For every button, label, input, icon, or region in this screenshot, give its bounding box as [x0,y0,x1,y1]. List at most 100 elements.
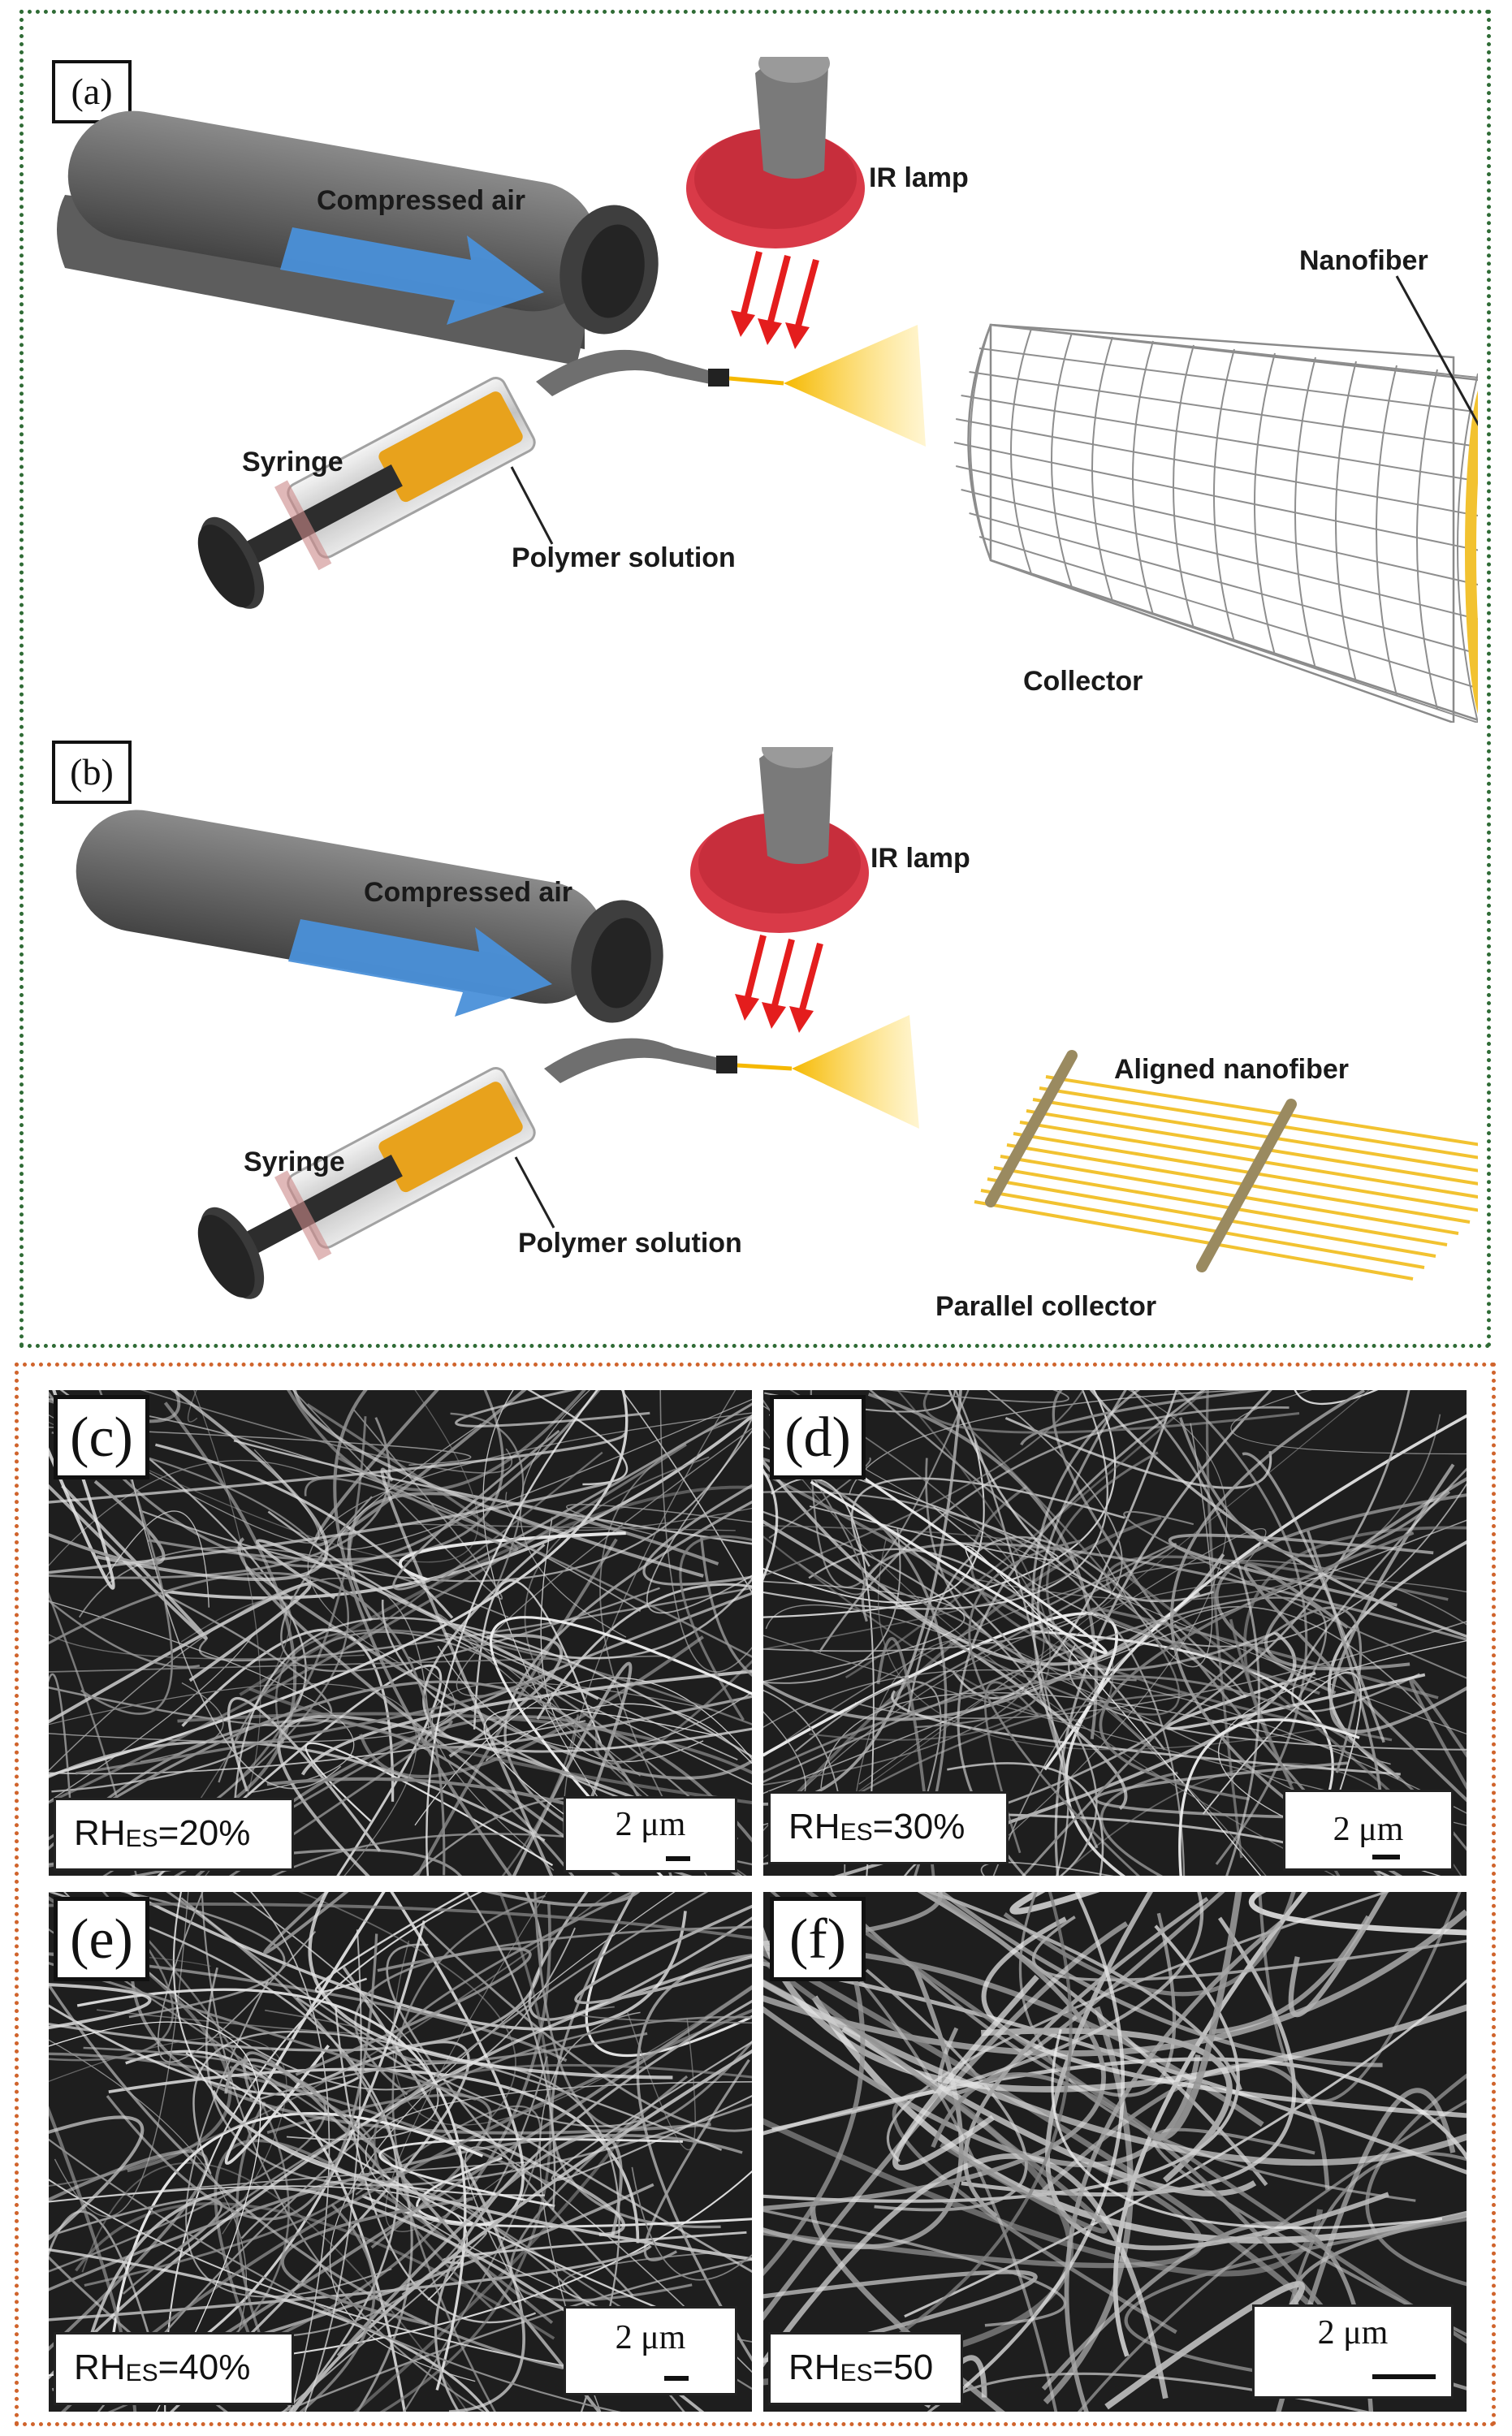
fiber-strand [938,1892,1383,2067]
fiber-strand [679,1535,752,1721]
label-compressed-air: Compressed air [364,877,572,908]
fiber-strand [927,2372,1371,2412]
scale-text: 2 μm [1317,2314,1389,2352]
fiber-strand [1258,1892,1462,2103]
fiber-strand [355,2105,542,2412]
fiber-strand [1123,1573,1413,1813]
fiber-strand [1365,2073,1467,2287]
fiber-strand [1165,1671,1426,1730]
fiber-strand [49,1443,687,1804]
fiber-strand [868,1390,1246,1699]
fiber-strand [483,1707,713,1839]
polymer-pointer [510,466,554,545]
nanofiber-pointer [1395,275,1478,426]
scale-box-c: 2 μm [564,1796,737,1872]
fiber-strand [242,2051,435,2232]
fiber-strand [1212,1915,1371,2035]
drum-rib [990,324,1478,378]
rh-label-c: RHES=20% [54,1798,294,1871]
fiber-strand [512,1661,633,1876]
rh-sub: ES [840,2360,873,2386]
aligned-fiber [1045,1075,1478,1147]
fiber-strand [1009,1892,1100,1915]
fiber-strand [434,1999,752,2412]
fiber-strand [810,2206,1005,2412]
fiber-strand [263,1892,349,1954]
fiber-strand [763,1519,1128,1810]
air-flow-arrow [280,227,544,325]
fiber-strand [1152,2127,1467,2337]
fiber-strand [464,1892,556,2210]
label-parallel-collector: Parallel collector [935,1291,1156,1322]
fiber-strand [1329,1463,1467,1734]
ir-lamp [690,747,869,933]
fiber-strand [1065,1414,1467,1876]
fiber-strand [76,1988,467,2391]
fiber-strand [551,2041,752,2182]
fiber-strand [177,1712,752,1775]
scale-bar-f [1372,2374,1436,2379]
fiber-strand [763,1980,866,2277]
fiber-strand [75,2202,555,2340]
fiber-strand [117,1985,752,2404]
panel-c-letter: (c) [54,1395,149,1479]
fiber-strand [646,1430,752,1614]
fiber-strand [211,2090,752,2261]
fiber-strand [883,1390,1069,1403]
panel-b-letter: (b) [52,741,132,804]
drum-rib [955,465,1478,585]
label-polymer-solution: Polymer solution [512,542,736,573]
drum-ring [1457,373,1478,723]
drum-rib [978,536,1478,689]
drum-rib [969,512,1478,654]
fiber-strand [947,1762,1104,1876]
fiber-strand [157,1664,443,1876]
fiber-strand [205,1967,752,2187]
fiber-strand [983,1390,1228,1858]
fiber-strand [642,1484,752,1586]
fiber-strand [304,1929,362,2412]
fiber-strand [335,2006,537,2324]
fiber-strand [849,1390,1256,1495]
fiber-texture [49,1390,752,1876]
fiber-strand [193,1390,261,1876]
fiber-strand [224,2058,602,2412]
heat-arrows [731,251,819,349]
fiber-texture [763,1390,1467,1876]
fiber-strand [771,1892,1204,2132]
syringe [197,377,536,609]
fiber-strand [49,2106,137,2412]
fiber-strand [1306,1530,1383,1807]
fiber-strand [1105,1555,1449,1601]
fiber-strand [981,2028,1233,2183]
fiber-strand [333,1390,513,1876]
fiber-strand [49,1892,613,2187]
fiber-strand [820,1692,1391,1789]
panel-a-diagram: Compressed air IR lamp Syringe Polymer s… [57,57,1478,723]
fiber-strand [848,1639,1267,1876]
fiber-strand [49,2138,622,2412]
drum-rib [990,559,1478,723]
fiber-strand [763,1468,779,1582]
fiber-strand [534,1892,752,2131]
rh-label-d: RHES=30% [768,1791,1009,1864]
fiber-strand [392,1402,752,1591]
fiber-strand [700,1536,752,1677]
fiber-strand [201,1892,486,2412]
fiber-strand [473,1579,604,1749]
fiber-strand [925,1892,1242,2091]
scale-bar-e [664,2376,689,2381]
fiber-strand [49,1599,201,1669]
label-aligned-nanofiber: Aligned nanofiber [1114,1054,1349,1085]
drum-rib [953,442,1478,551]
fiber-strand [437,1645,752,1750]
fiber-strand [963,1897,1209,2218]
sem-image-c [49,1390,752,1876]
fiber-strand [308,1892,673,2080]
rh-main: RH [788,2347,840,2387]
fiber-strand [187,1390,198,1423]
fiber-strand [763,1958,1108,2234]
sem-image-f [763,1892,1467,2412]
parallel-collector [974,1050,1478,1281]
fiber-strand [424,1592,752,1749]
